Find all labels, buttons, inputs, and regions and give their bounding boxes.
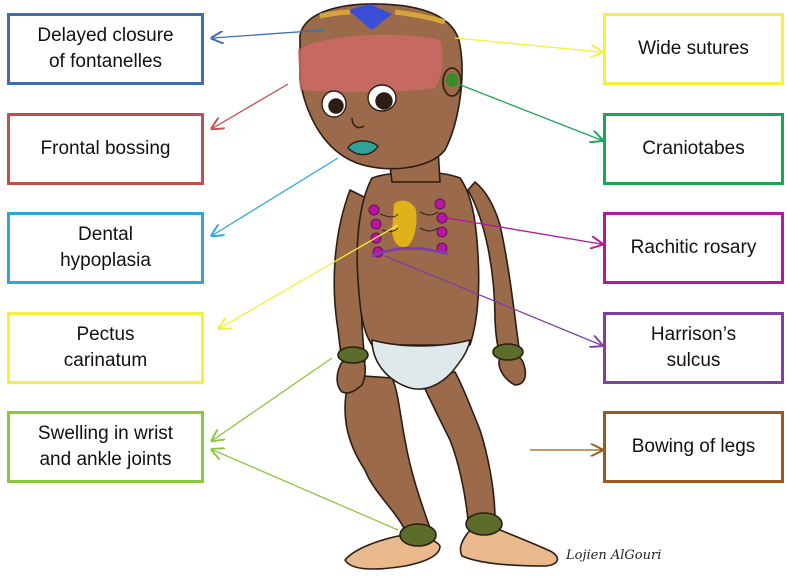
left-ankle-swelling [400,524,436,546]
arrow-wide-sutures [455,38,601,52]
label-craniotabes-text: Craniotabes [642,136,744,162]
label-wide-sutures-text: Wide sutures [638,36,749,62]
frontal-bossing-highlight [298,35,442,92]
label-delayed-closure: Delayed closure of fontanelles [7,13,204,85]
label-rachitic-rosary: Rachitic rosary [603,212,784,284]
label-frontal-bossing-text: Frontal bossing [41,136,171,162]
label-frontal-bossing: Frontal bossing [7,113,204,185]
label-wide-sutures: Wide sutures [603,13,784,85]
label-harrisons-sulcus: Harrison’s sulcus [603,312,784,384]
arrow-craniotabes [458,84,601,140]
label-dental-hypoplasia: Dental hypoplasia [7,212,204,284]
right-leg [420,372,495,520]
torso [357,172,479,345]
label-bowing-of-legs-text: Bowing of legs [632,434,756,460]
right-wrist-swelling [493,344,523,360]
label-bowing-of-legs: Bowing of legs [603,411,784,483]
head-overlays [298,4,458,92]
artist-signature: Lojien AlGouri [566,548,661,563]
label-swelling-text: Swelling in wrist and ankle joints [38,421,173,472]
left-leg [345,375,430,530]
label-swelling: Swelling in wrist and ankle joints [7,411,204,483]
label-harrisons-sulcus-text: Harrison’s sulcus [651,322,736,373]
right-ankle-swelling [466,513,502,535]
craniotabes-spot [446,73,458,87]
arrow-frontal-bossing [213,84,288,128]
arrow-dental-hypoplasia [213,158,338,235]
label-pectus-carinatum-text: Pectus carinatum [64,322,147,373]
left-wrist-swelling [338,347,368,363]
label-delayed-closure-text: Delayed closure of fontanelles [37,23,173,74]
label-craniotabes: Craniotabes [603,113,784,185]
label-pectus-carinatum: Pectus carinatum [7,312,204,384]
label-rachitic-rosary-text: Rachitic rosary [631,235,757,261]
label-dental-hypoplasia-text: Dental hypoplasia [60,222,151,273]
arrow-swelling-wrist [213,358,332,440]
